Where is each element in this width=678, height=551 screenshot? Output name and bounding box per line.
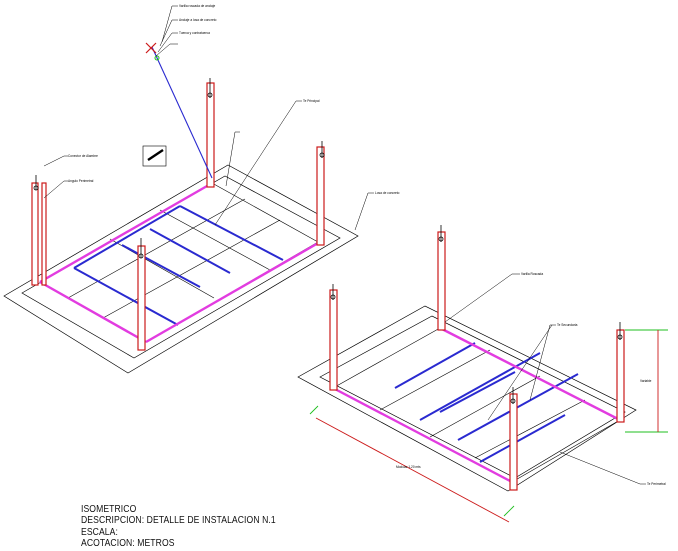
hanger-rod: [316, 146, 325, 246]
right-slab-outline: [297, 305, 637, 492]
hanger-note-2: Anclaje a losa de concreto: [179, 18, 217, 22]
ceiling-grid-note: Te Principal: [303, 99, 320, 103]
left-hanger-tops: [33, 78, 325, 259]
right-note-2: Te Secundaria: [557, 323, 578, 327]
right-magenta-rails: [332, 326, 621, 484]
hanger-rod: [31, 182, 39, 286]
title-line-2: DESCRIPCION: DETALLE DE INSTALACION N.1: [81, 514, 276, 527]
left-magenta-rails: [39, 180, 321, 344]
diagonal-hanger-wire: [145, 42, 213, 179]
right-notes: Varilla Roscada Te Secundaria Te Perimet…: [396, 272, 666, 486]
hanger-rod: [329, 289, 338, 391]
hanger-rod: [437, 231, 446, 331]
left-slab-outline: [3, 164, 359, 374]
hanger-rod: [137, 245, 146, 351]
hanger-note-1: Varilla roscada de anclaje: [179, 4, 215, 8]
left-detail-box: [142, 145, 167, 167]
hanger-rod: [206, 82, 215, 188]
corner-note: Te Perimetral: [647, 482, 666, 486]
hanger-note-3: Tuerca y contratuerca: [179, 31, 210, 35]
left-notes: Varilla roscada de anclaje Anclaje a los…: [68, 4, 400, 195]
right-blue-tees: [394, 342, 579, 463]
title-line-3: ESCALA:: [81, 525, 118, 538]
left-leader-lines: [43, 5, 374, 231]
title-line-4: ACOTACION: METROS: [81, 537, 175, 550]
left-hangers: [31, 82, 325, 351]
right-hanger-tops: [330, 225, 623, 404]
title-line-1: ISOMETRICO: [81, 503, 137, 515]
hanger-rod: [509, 393, 518, 491]
right-hangers: [329, 231, 625, 491]
title-block: ISOMETRICO DESCRIPCION: DETALLE DE INSTA…: [81, 503, 327, 550]
left-blue-tees: [73, 205, 284, 326]
right-leader-lines: [444, 273, 646, 485]
hanger-rod: [41, 182, 47, 286]
left-detail-note: Conector de Alambre: [68, 154, 98, 158]
right-note-1: Varilla Roscada: [521, 272, 543, 276]
dim-vertical: Variable: [640, 379, 652, 383]
dim-horizontal: Modular 1.20 mts: [396, 465, 421, 469]
right-dimensions: [309, 329, 668, 523]
hanger-rod: [616, 329, 625, 423]
left-detail-note-2: Angulo Perimetral: [68, 179, 94, 183]
slab-note: Losa de concreto: [375, 191, 400, 195]
